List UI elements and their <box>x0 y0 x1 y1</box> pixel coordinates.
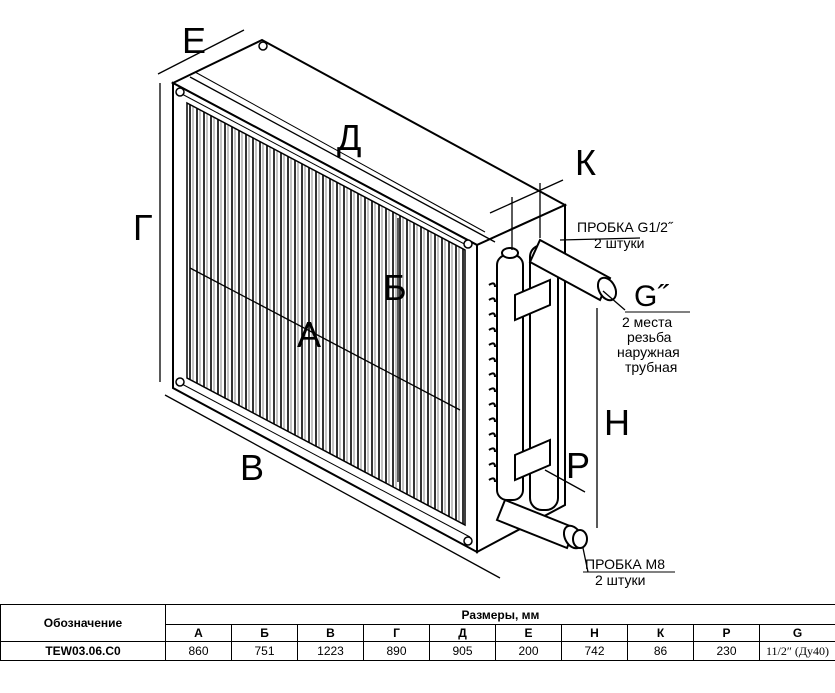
designation-header: Обозначение <box>0 604 166 642</box>
callout-notes: ПРОБКА G1/2˝ 2 штуки 2 места резьба нару… <box>577 219 690 588</box>
note-plug-bottom-qty: 2 штуки <box>595 572 645 588</box>
value-cell: 751 <box>231 641 298 661</box>
note-plug-bottom: ПРОБКА М8 <box>585 556 665 572</box>
col-header: Д <box>429 624 496 642</box>
lower-pipe <box>495 498 577 550</box>
label-V: В <box>240 447 264 488</box>
value-cell: 905 <box>429 641 496 661</box>
col-header: Б <box>231 624 298 642</box>
col-header: В <box>297 624 364 642</box>
col-header: Е <box>495 624 562 642</box>
label-P: P <box>566 445 590 486</box>
note-thread-line1: 2 места <box>622 314 672 330</box>
col-header: К <box>627 624 694 642</box>
note-plug-top-qty: 2 штуки <box>594 235 644 251</box>
value-cell: 1223 <box>297 641 364 661</box>
designation-cell: TEW03.06.C0 <box>0 641 166 661</box>
value-cell: 890 <box>363 641 430 661</box>
lower-bracket <box>514 438 551 482</box>
manifold <box>495 238 618 550</box>
fin-core <box>186 101 466 527</box>
col-header: А <box>165 624 232 642</box>
label-G-thread: G˝ <box>634 280 669 313</box>
sizes-header: Размеры, мм <box>165 604 835 625</box>
dimensions-table: Обозначение Размеры, мм А Б В Г Д Е H К … <box>0 592 835 661</box>
label-D: Д <box>337 117 361 158</box>
label-H: H <box>604 402 630 443</box>
value-cell: 742 <box>561 641 628 661</box>
col-header: H <box>561 624 628 642</box>
table-row: TEW03.06.C0 860 751 1223 890 905 200 742… <box>0 641 835 661</box>
upper-pipe <box>528 238 612 302</box>
heat-exchanger-drawing: Е Д К Г Б А В G˝ H P ПРОБКА G1/2˝ 2 штук… <box>133 20 690 588</box>
label-B-inner: Б <box>383 267 407 308</box>
bottom-plug <box>572 529 588 549</box>
col-header: Р <box>693 624 760 642</box>
value-cell: 230 <box>693 641 760 661</box>
note-thread-line4: трубная <box>625 359 677 375</box>
bolt-holes <box>175 41 473 546</box>
label-K: К <box>575 142 596 183</box>
note-thread-line2: резьба <box>627 329 672 345</box>
value-cell: 11/2″ (Ду40) <box>759 641 835 661</box>
top-plug <box>501 247 519 259</box>
tube-bends <box>488 282 496 483</box>
col-header: G <box>759 624 835 642</box>
col-header: Г <box>363 624 430 642</box>
value-cell: 86 <box>627 641 694 661</box>
column-headers: А Б В Г Д Е H К Р G <box>1 624 835 642</box>
note-plug-top: ПРОБКА G1/2˝ <box>577 219 674 235</box>
dimension-labels: Е Д К Г Б А В G˝ H P <box>133 20 669 488</box>
value-cell: 200 <box>495 641 562 661</box>
upper-bracket <box>514 278 551 322</box>
label-E: Е <box>182 20 206 61</box>
dimension-lines <box>157 29 641 579</box>
label-G-height: Г <box>133 207 153 248</box>
value-cell: 860 <box>165 641 232 661</box>
label-A: А <box>297 314 321 355</box>
note-thread-line3: наружная <box>617 344 680 360</box>
